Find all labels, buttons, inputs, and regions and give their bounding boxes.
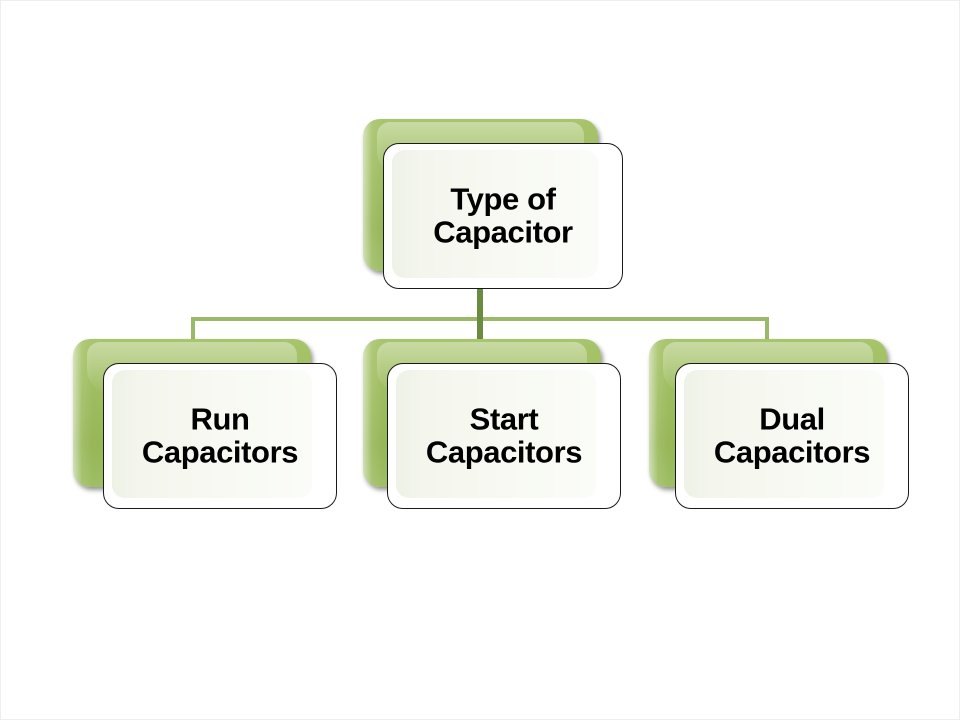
- node-card: Type of Capacitor: [383, 143, 623, 289]
- node-type-of-capacitor[interactable]: Type of Capacitor: [363, 119, 623, 294]
- node-card: Run Capacitors: [103, 363, 337, 509]
- node-dual-capacitors[interactable]: Dual Capacitors: [649, 339, 909, 514]
- node-panel: [112, 370, 312, 498]
- node-start-capacitors[interactable]: Start Capacitors: [363, 339, 621, 514]
- node-panel: [392, 150, 598, 278]
- node-panel: [684, 370, 884, 498]
- node-card: Start Capacitors: [387, 363, 621, 509]
- node-run-capacitors[interactable]: Run Capacitors: [73, 339, 337, 514]
- node-card: Dual Capacitors: [675, 363, 909, 509]
- node-panel: [396, 370, 596, 498]
